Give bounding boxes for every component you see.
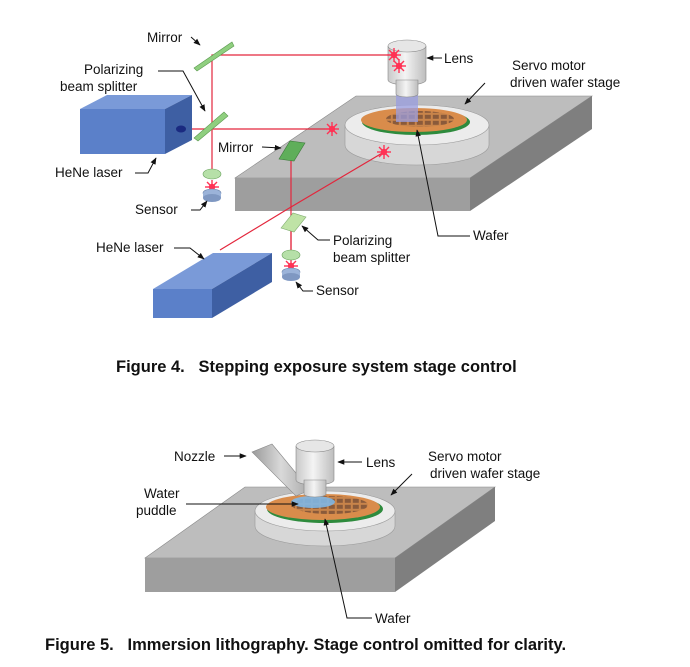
label-lens: Lens — [444, 51, 474, 66]
label-immersion-wafer: Wafer — [375, 611, 411, 626]
label-laser-bottom: HeNe laser — [96, 240, 164, 255]
label-immersion-stage-line1: Servo motor — [428, 449, 502, 464]
reflection-marker-lens-2 — [391, 58, 407, 74]
label-stage-line2: driven wafer stage — [510, 75, 620, 90]
figure-4: Mirror Polarizing beam splitter HeNe las… — [55, 30, 620, 376]
reflection-marker-stage-front — [376, 144, 392, 160]
leader-lines-fig5 — [186, 453, 413, 619]
label-wafer: Wafer — [473, 228, 509, 243]
label-pbs-top-line2: beam splitter — [60, 79, 138, 94]
water-puddle — [291, 496, 335, 508]
hene-laser-top — [80, 95, 192, 154]
label-mirror-middle: Mirror — [218, 140, 254, 155]
label-immersion-lens: Lens — [366, 455, 396, 470]
hene-laser-bottom — [153, 253, 272, 318]
label-sensor-top: Sensor — [135, 202, 178, 217]
polarizing-beam-splitter-top — [193, 111, 229, 142]
sensor-top — [202, 168, 222, 202]
mirror-middle — [278, 140, 306, 162]
label-pbs-top-line1: Polarizing — [84, 62, 143, 77]
label-laser-top: HeNe laser — [55, 165, 123, 180]
figure-5: Nozzle Lens Servo motor driven wafer sta… — [45, 439, 566, 654]
polarizing-beam-splitter-bottom — [280, 212, 307, 233]
label-water-line1: Water — [144, 486, 180, 501]
figure-5-caption: Figure 5. Immersion lithography. Stage c… — [45, 636, 566, 654]
label-mirror-top: Mirror — [147, 30, 183, 45]
sensor-bottom — [281, 249, 301, 281]
figure-4-caption: Figure 4. Stepping exposure system stage… — [116, 358, 517, 376]
exposure-light — [396, 92, 418, 122]
label-sensor-bottom: Sensor — [316, 283, 359, 298]
label-stage-line1: Servo motor — [512, 58, 586, 73]
reflection-marker-stage-side — [324, 121, 340, 137]
label-nozzle: Nozzle — [174, 449, 215, 464]
mirror-top — [193, 41, 235, 72]
lens — [387, 39, 427, 98]
leader-lines-fig4 — [135, 36, 486, 292]
label-immersion-stage-line2: driven wafer stage — [430, 466, 540, 481]
immersion-lens — [295, 439, 335, 498]
label-pbs-bottom-line2: beam splitter — [333, 250, 411, 265]
label-pbs-bottom-line1: Polarizing — [333, 233, 392, 248]
label-water-line2: puddle — [136, 503, 177, 518]
